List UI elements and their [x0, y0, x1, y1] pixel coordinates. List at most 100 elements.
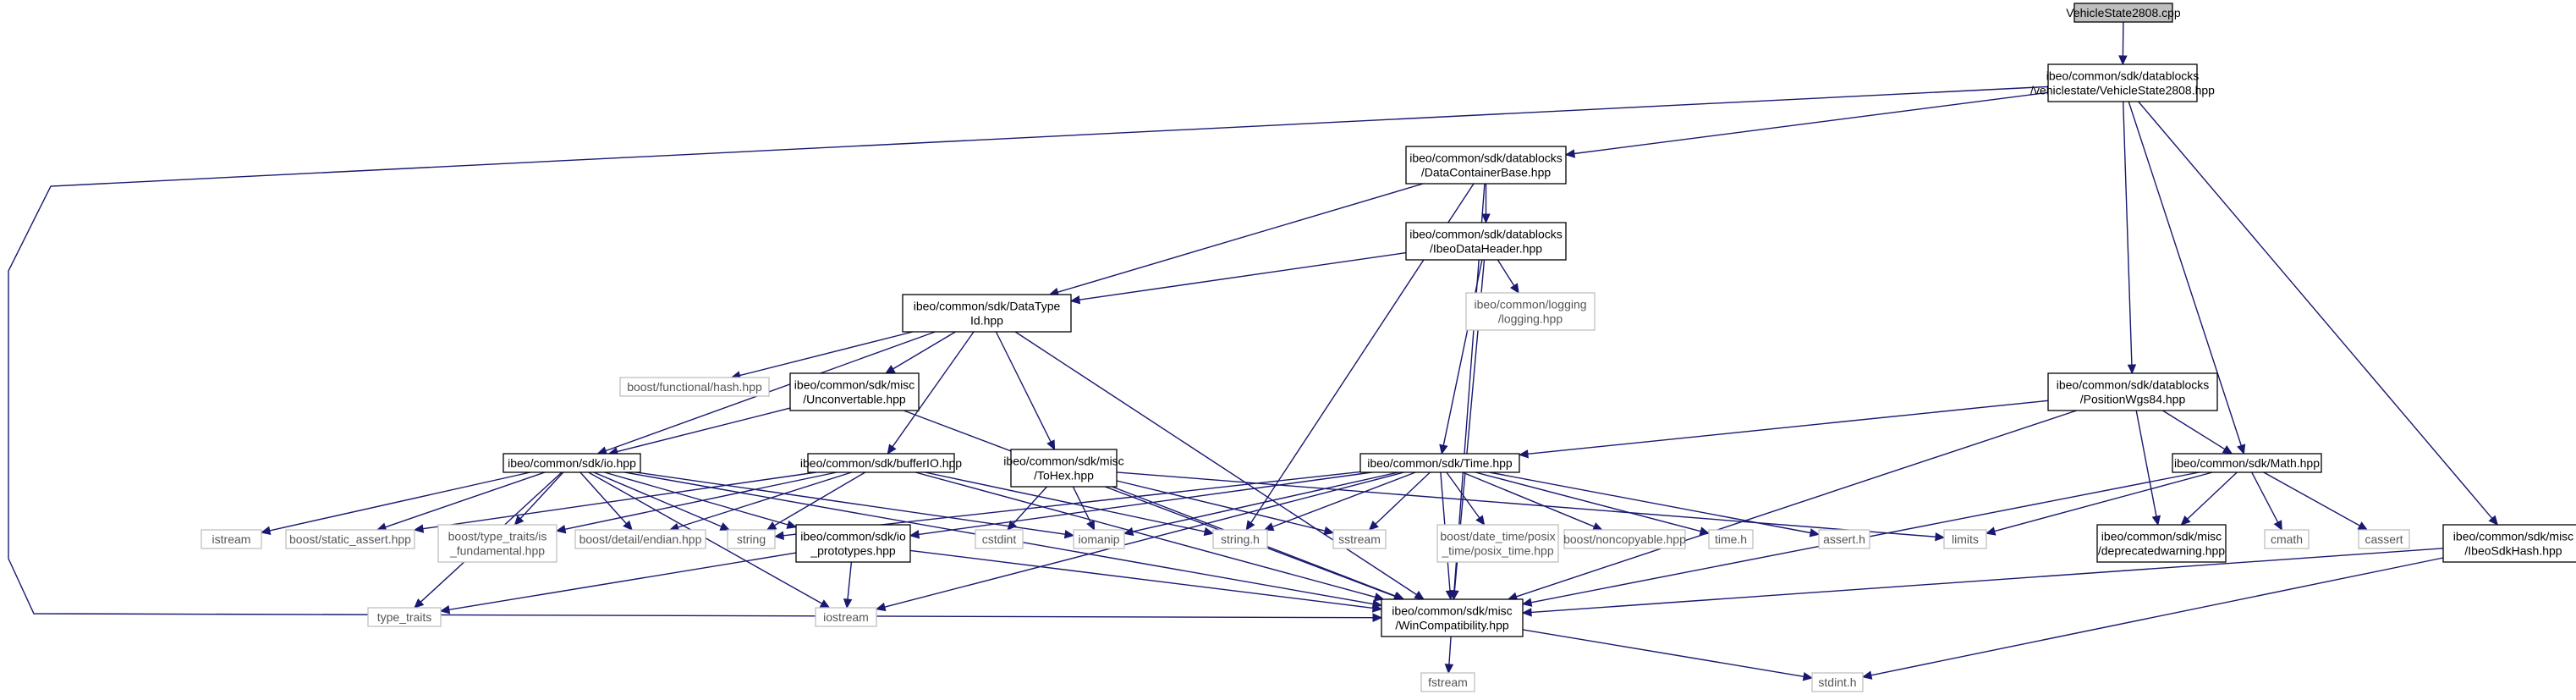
arrowhead	[2127, 364, 2137, 375]
arrowhead	[1263, 522, 1275, 532]
node-idh[interactable]: ibeo/common/sdk/datablocks/IbeoDataHeade…	[1405, 222, 1567, 261]
node-cassert[interactable]: cassert	[2358, 529, 2410, 549]
node-box	[2442, 524, 2576, 563]
node-iomanip[interactable]: iomanip	[1073, 529, 1125, 549]
node-static_assert[interactable]: boost/static_assert.hpp	[285, 529, 415, 549]
edge-root-to-vs2808	[2118, 21, 2128, 66]
node-asserth[interactable]: assert.h	[1818, 529, 1870, 549]
arrowhead	[1203, 526, 1215, 537]
edge-line	[847, 561, 853, 600]
node-cmath[interactable]: cmath	[2264, 529, 2310, 549]
edge-line	[1489, 471, 1811, 534]
arrowhead	[1123, 526, 1134, 537]
arrowhead	[773, 531, 784, 541]
edge-line	[1516, 410, 2077, 598]
edge-time-to-iostream	[875, 471, 1404, 612]
node-sdkhash[interactable]: ibeo/common/sdk/misc/IbeoSdkHash.hpp	[2442, 524, 2576, 563]
arrowhead	[1935, 532, 1946, 542]
node-posixtime[interactable]: boost/date_time/posix_time/posix_time.hp…	[1436, 524, 1559, 563]
node-cstdint[interactable]: cstdint	[975, 529, 1024, 549]
edge-line	[2251, 471, 2279, 523]
node-dcb[interactable]: ibeo/common/sdk/datablocks/DataContainer…	[1405, 146, 1567, 185]
node-limits[interactable]: limits	[1943, 529, 1987, 549]
edge-line	[2138, 101, 2493, 519]
edge-time-to-posixtime	[1446, 471, 1486, 526]
node-deprecated[interactable]: ibeo/common/sdk/misc/deprecatedwarning.h…	[2096, 524, 2227, 563]
node-wincompat[interactable]: ibeo/common/sdk/misc/WinCompatibility.hp…	[1381, 598, 1524, 637]
node-pwgs[interactable]: ibeo/common/sdk/datablocks/PositionWgs84…	[2047, 372, 2218, 411]
edge-line	[604, 471, 788, 526]
edge-bufio-to-string	[766, 471, 866, 531]
node-box	[1943, 529, 1987, 549]
node-box	[2264, 529, 2310, 549]
node-label: /logging.hpp	[1498, 312, 1563, 326]
arrowhead	[2118, 55, 2128, 66]
arrowhead	[1007, 520, 1018, 531]
node-typetraits_fund[interactable]: boost/type_traits/is_fundamental.hpp	[437, 524, 557, 563]
node-label: /IbeoDataHeader.hpp	[1430, 242, 1542, 256]
arrowhead	[1509, 283, 1519, 295]
node-label: /PositionWgs84.hpp	[2080, 393, 2186, 406]
node-iostream[interactable]: iostream	[815, 607, 877, 627]
edge-line	[8, 85, 2049, 619]
node-time[interactable]: ibeo/common/sdk/Time.hpp	[1359, 453, 1520, 473]
edge-idh-to-time	[1439, 259, 1483, 455]
arrowhead	[1985, 526, 1997, 536]
node-timeh[interactable]: time.h	[1708, 529, 1754, 549]
node-box	[1436, 524, 1559, 563]
edge-line	[1574, 91, 2049, 155]
edge-pwgs-to-math	[2162, 410, 2233, 455]
edge-io-to-ioproto	[604, 471, 798, 529]
node-label: stdint.h	[1818, 675, 1856, 689]
arrowhead	[1475, 515, 1486, 526]
edge-io-to-endian	[579, 471, 633, 531]
arrowhead	[439, 605, 451, 615]
node-noncopyable[interactable]: boost/noncopyable.hpp	[1563, 529, 1686, 549]
edge-wincompat-to-fstream	[1444, 636, 1454, 675]
node-label: time.h	[1715, 532, 1747, 546]
node-ioproto[interactable]: ibeo/common/sdk/io_prototypes.hpp	[795, 524, 911, 563]
node-sstream[interactable]: sstream	[1332, 529, 1387, 549]
arrowhead	[2488, 515, 2499, 526]
arrowhead	[1439, 444, 1448, 455]
node-label: ibeo/common/sdk/misc	[794, 378, 915, 392]
edge-io-to-istream	[260, 471, 530, 535]
node-box	[1381, 598, 1524, 637]
node-vs2808[interactable]: ibeo/common/sdk/datablocks/vehiclestate/…	[2030, 63, 2215, 102]
node-box	[975, 529, 1024, 549]
node-typetraits[interactable]: type_traits	[367, 607, 442, 627]
edge-sdkhash-to-wincompat	[1521, 548, 2444, 617]
node-fstream[interactable]: fstream	[1420, 672, 1475, 692]
edge-line	[1448, 636, 1452, 665]
edge-dtid-to-wincompat	[1014, 331, 1425, 600]
edge-line	[1994, 471, 2213, 532]
edge-line	[1446, 471, 1480, 519]
node-math[interactable]: ibeo/common/sdk/Math.hpp	[2172, 453, 2322, 473]
edge-line	[579, 471, 627, 525]
edge-wincompat-to-stdinth	[1522, 629, 1814, 681]
edge-dcb-to-dtid	[1048, 183, 1424, 297]
node-hash[interactable]: boost/functional/hash.hpp	[619, 377, 770, 397]
arrowhead	[1245, 520, 1255, 532]
node-tohex[interactable]: ibeo/common/sdk/misc/ToHex.hpp	[1003, 449, 1124, 488]
edge-line	[893, 331, 956, 370]
node-string[interactable]: string	[727, 529, 776, 549]
node-stringh[interactable]: string.h	[1212, 529, 1268, 549]
node-root[interactable]: VehicleState2808.cpp	[2066, 3, 2181, 23]
node-istream[interactable]: istream	[200, 529, 262, 549]
node-label: string	[737, 532, 766, 546]
node-label: /deprecatedwarning.hpp	[2098, 544, 2225, 558]
node-box	[1359, 453, 1520, 473]
node-logging[interactable]: ibeo/common/logging/logging.hpp	[1465, 292, 1596, 331]
arrowhead	[1445, 590, 1455, 601]
node-endian[interactable]: boost/detail/endian.hpp	[574, 529, 706, 549]
edge-line	[925, 471, 1206, 532]
arrowhead	[514, 515, 525, 526]
node-bufio[interactable]: ibeo/common/sdk/bufferIO.hpp	[800, 453, 962, 473]
edge-line	[2128, 101, 2242, 446]
node-io[interactable]: ibeo/common/sdk/io.hpp	[503, 453, 641, 473]
node-unconv[interactable]: ibeo/common/sdk/misc/Unconvertable.hpp	[789, 372, 920, 411]
node-stdinth[interactable]: stdint.h	[1811, 672, 1864, 692]
node-box	[1465, 292, 1596, 331]
